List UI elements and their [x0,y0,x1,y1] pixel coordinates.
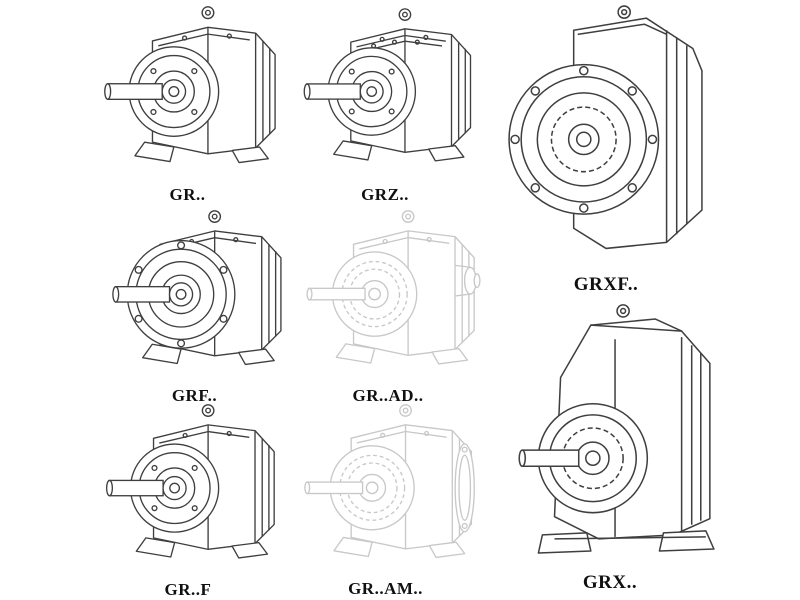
gearbox-figure-gr: GR.. [90,2,285,208]
gearbox-label-gr: GR.. [169,185,206,205]
gearbox-label-grz: GRZ.. [361,185,409,204]
gr-gearbox-drawing [104,6,276,164]
grf-gearbox-drawing [112,210,282,366]
grxf-gearbox-drawing [508,5,703,250]
gearbox-label-grxf: GRXF.. [573,274,639,296]
gearbox-label-gr-am: GR..AM.. [348,579,423,599]
grz-gearbox-drawing [303,8,472,162]
gearbox-label-gr-ad: GR..AD.. [352,385,424,405]
gearbox-label-grx: GRX.. [582,572,638,593]
gearbox-label-grf: GRF.. [171,385,218,405]
gearbox-figure-gr-f: GR..F [88,400,288,600]
gearbox-figure-gr-am: GR..AM.. [288,400,483,600]
grx-gearbox-drawing [518,304,715,554]
gr-am-gearbox-drawing [304,404,475,559]
gearbox-label-gr-f: GR..F [164,579,212,599]
gearbox-figure-grx: GRX.. [494,296,726,596]
gearbox-figure-grxf: GRXF.. [492,0,720,298]
gr-ad-gearbox-drawing [306,210,481,365]
gearbox-figure-gr-ad: GR..AD.. [288,206,488,408]
gr-f-gearbox-drawing [105,404,275,559]
gearbox-figure-grf: GRF.. [92,206,297,408]
gearbox-figure-grz: GRZ.. [290,2,480,208]
